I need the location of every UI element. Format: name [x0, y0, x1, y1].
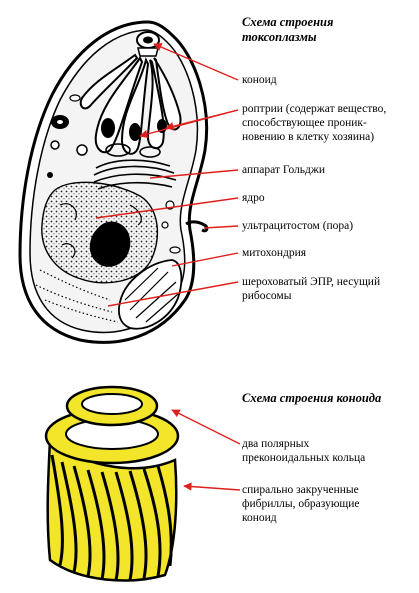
toxoplasma-title-line2: токсоплазмы	[242, 30, 317, 44]
pointer-rings	[171, 409, 241, 445]
pointer-rhoptry-2	[139, 109, 239, 139]
label-spiral-fibrils-line1: спирально закрученные	[242, 484, 359, 496]
toxoplasma-cell	[18, 20, 209, 344]
pointer-lines	[95, 43, 241, 491]
label-spiral-fibrils: спирально закрученные фибриллы, образующ…	[242, 483, 407, 525]
pointer-golgi	[149, 169, 239, 179]
rhoptry-dark-2	[129, 123, 141, 141]
label-conoid: коноид	[242, 74, 277, 86]
nucleus-inner-lines	[59, 203, 142, 259]
label-rough-er-line2: рибосомы	[242, 290, 292, 302]
mitochondrion	[117, 259, 183, 330]
pointer-pore	[203, 225, 239, 229]
label-polar-rings-line1: два полярных	[242, 438, 310, 450]
label-spiral-fibrils-line2: фибриллы, образующие	[242, 498, 360, 510]
pointer-fibrils	[183, 482, 241, 491]
label-rhoptries: роптрии (содержат вещество, способствующ…	[242, 102, 417, 144]
label-nucleus: ядро	[242, 192, 265, 204]
nucleolus	[89, 221, 131, 267]
label-mitochondria: митохондрия	[242, 247, 307, 259]
toxoplasma-title: Схема строения токсоплазмы	[242, 15, 412, 45]
pointer-mitochondria	[171, 252, 239, 267]
golgi-apparatus	[93, 143, 177, 190]
pointer-conoid	[153, 43, 239, 81]
label-spiral-fibrils-line3: коноид	[242, 512, 277, 524]
label-rhoptries-line2: способствующее проник-	[242, 117, 367, 129]
label-rhoptries-line3: новению в клетку хозяина)	[242, 131, 375, 143]
rhoptry-dark-1	[101, 118, 115, 138]
label-polar-rings-line2: преконоидальных кольца	[242, 452, 366, 464]
label-rough-er: шероховатый ЭПР, несущий рибосомы	[242, 275, 412, 303]
pointer-nucleus	[95, 197, 239, 219]
pointer-rough-er	[107, 281, 239, 307]
spiral-fibrils	[50, 454, 173, 581]
label-polar-rings: два полярных преконоидальных кольца	[242, 437, 407, 465]
rough-er	[35, 269, 119, 323]
label-ultracytostome: ультрацитостом (пора)	[242, 220, 354, 232]
label-golgi: аппарат Гольджи	[242, 164, 325, 176]
ultracytostome	[185, 220, 209, 233]
label-rough-er-line1: шероховатый ЭПР, несущий	[242, 276, 381, 288]
label-rhoptries-line1: роптрии (содержат вещество,	[242, 103, 387, 115]
dense-granules	[47, 115, 88, 178]
conoid-title: Схема строения коноида	[242, 391, 382, 405]
toxoplasma-title-line1: Схема строения	[242, 15, 334, 29]
conoid-detail	[44, 385, 180, 582]
